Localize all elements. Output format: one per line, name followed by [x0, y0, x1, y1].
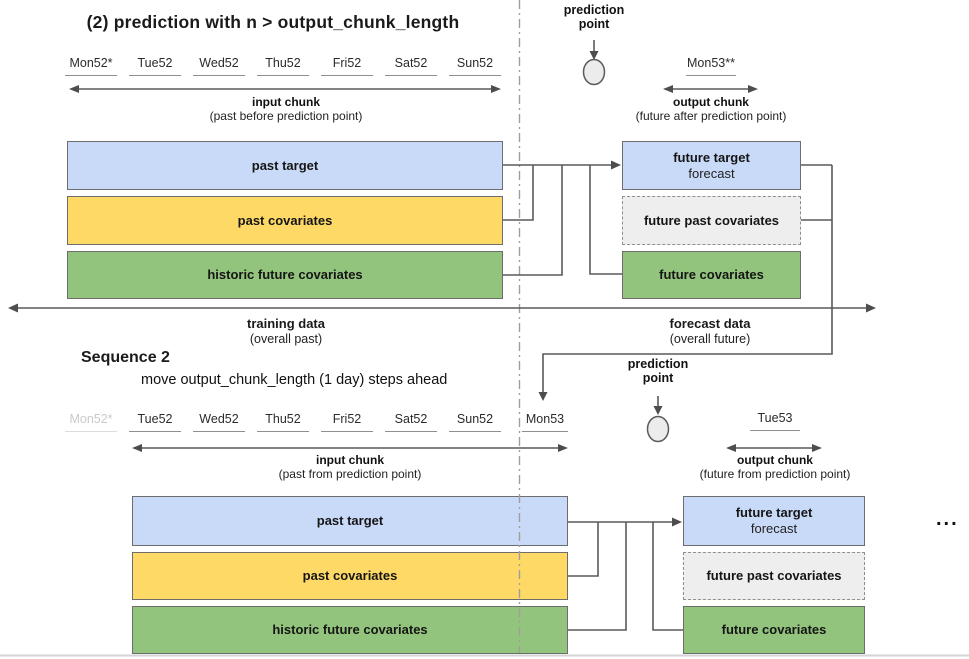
seq2-future-target-label: future target — [735, 505, 813, 520]
seq2-output-arrowhead-left — [726, 444, 736, 452]
seq1-day-tue52: Tue52 — [129, 56, 181, 76]
seq2-day-thu52: Thu52 — [257, 412, 309, 432]
seq1-future-target-sub: forecast — [688, 165, 735, 181]
seq2-day-mon53: Mon53 — [522, 412, 568, 432]
seq2-prediction-point-line1: prediction — [627, 357, 689, 371]
seq1-future-target-label: future target — [673, 149, 750, 165]
seq1-input-arrowhead-right — [491, 85, 501, 93]
seq2-past-covariates-label: past covariates — [302, 568, 398, 583]
seq2-future-target-box: future target forecast — [683, 496, 865, 546]
seq1-output-arrowhead-right — [748, 85, 758, 93]
seq2-day-tue53: Tue53 — [750, 411, 800, 431]
continuation-ellipsis: ... — [936, 508, 959, 530]
sequence2-subtitle: move output_chunk_length (1 day) steps a… — [141, 372, 448, 388]
seq1-historic-future-covariates-box: historic future covariates — [67, 251, 503, 299]
timeline-arrowhead-right — [866, 303, 876, 313]
seq1-input-arrowhead-left — [69, 85, 79, 93]
seq1-output-arrowhead-left — [663, 85, 673, 93]
sequence1-title: (2) prediction with n > output_chunk_len… — [86, 12, 460, 32]
feedback-arrowhead — [538, 392, 548, 401]
seq1-future-covariates-box: future covariates — [622, 251, 801, 299]
seq2-prediction-point-line2: point — [642, 371, 674, 385]
seq2-day-sat52: Sat52 — [385, 412, 437, 432]
seq1-input-chunk-sub: (past before prediction point) — [209, 109, 363, 123]
seq1-past-target-box: past target — [67, 141, 503, 190]
seq2-day-mon52-faded: Mon52* — [65, 412, 117, 432]
seq2-output-chunk-label: output chunk — [737, 453, 813, 467]
seq1-future-covariates-label: future covariates — [659, 267, 764, 282]
seq2-input-chunk-label: input chunk — [316, 453, 384, 467]
forecast-data-label: forecast data — [669, 316, 751, 331]
seq2-historic-future-covariates-label: historic future covariates — [272, 622, 428, 637]
seq1-prediction-point-line1: prediction — [563, 3, 625, 17]
seq2-day-wed52: Wed52 — [193, 412, 245, 432]
seq2-future-target-arrowhead — [672, 517, 682, 527]
seq1-past-covariates-connector — [503, 165, 533, 220]
seq1-day-mon53: Mon53** — [686, 56, 736, 76]
forecast-data-sub: (overall future) — [669, 332, 751, 346]
seq2-output-arrowhead-right — [812, 444, 822, 452]
seq2-past-target-box: past target — [132, 496, 568, 546]
seq1-future-covariates-branch — [590, 165, 622, 274]
seq1-output-chunk-sub: (future after prediction point) — [635, 109, 787, 123]
seq1-past-target-label: past target — [251, 157, 319, 173]
seq1-future-target-box: future target forecast — [622, 141, 801, 190]
seq1-day-fri52: Fri52 — [321, 56, 373, 76]
seq1-day-mon52: Mon52* — [65, 56, 117, 76]
seq2-day-sun52: Sun52 — [449, 412, 501, 432]
timeline-arrowhead-left — [8, 303, 18, 313]
seq2-historic-future-covariates-connector — [568, 522, 626, 630]
seq1-future-past-covariates-box: future past covariates — [622, 196, 801, 245]
seq2-prediction-arrowhead — [653, 406, 663, 415]
seq2-prediction-point-label: prediction point — [608, 357, 708, 385]
seq2-future-covariates-box: future covariates — [683, 606, 865, 654]
seq2-past-covariates-box: past covariates — [132, 552, 568, 600]
seq1-historic-future-covariates-label: historic future covariates — [207, 267, 363, 282]
training-data-label: training data — [246, 316, 325, 331]
seq1-input-chunk-label: input chunk — [252, 95, 320, 109]
seq2-prediction-point-marker — [648, 417, 669, 442]
seq1-prediction-arrowhead — [589, 51, 599, 60]
seq1-day-sun52: Sun52 — [449, 56, 501, 76]
seq2-future-covariates-label: future covariates — [721, 622, 827, 637]
seq2-future-covariates-branch — [653, 522, 683, 630]
seq2-future-target-sub: forecast — [750, 521, 798, 536]
seq1-future-target-arrowhead — [611, 160, 621, 170]
seq2-past-covariates-connector — [568, 522, 598, 576]
seq2-future-past-covariates-label: future past covariates — [706, 568, 842, 583]
seq1-past-covariates-label: past covariates — [237, 212, 333, 228]
seq2-past-target-label: past target — [316, 513, 384, 528]
seq2-historic-future-covariates-box: historic future covariates — [132, 606, 568, 654]
seq2-input-chunk-sub: (past from prediction point) — [278, 467, 422, 481]
seq2-input-arrowhead-right — [558, 444, 568, 452]
seq1-past-covariates-box: past covariates — [67, 196, 503, 245]
seq1-prediction-point-marker — [584, 60, 605, 85]
seq2-day-tue52: Tue52 — [129, 412, 181, 432]
seq2-output-chunk-sub: (future from prediction point) — [699, 467, 851, 481]
seq2-day-fri52: Fri52 — [321, 412, 373, 432]
seq2-input-arrowhead-left — [132, 444, 142, 452]
seq1-day-thu52: Thu52 — [257, 56, 309, 76]
seq1-day-sat52: Sat52 — [385, 56, 437, 76]
seq1-day-wed52: Wed52 — [193, 56, 245, 76]
sequence2-title: Sequence 2 — [81, 349, 170, 366]
training-data-sub: (overall past) — [249, 332, 323, 346]
seq1-historic-future-covariates-connector — [503, 165, 562, 275]
seq1-prediction-point-line2: point — [578, 17, 610, 31]
seq1-future-past-covariates-label: future past covariates — [643, 212, 780, 228]
seq1-output-chunk-label: output chunk — [673, 95, 749, 109]
seq1-prediction-point-label: prediction point — [544, 3, 644, 31]
seq2-future-past-covariates-box: future past covariates — [683, 552, 865, 600]
